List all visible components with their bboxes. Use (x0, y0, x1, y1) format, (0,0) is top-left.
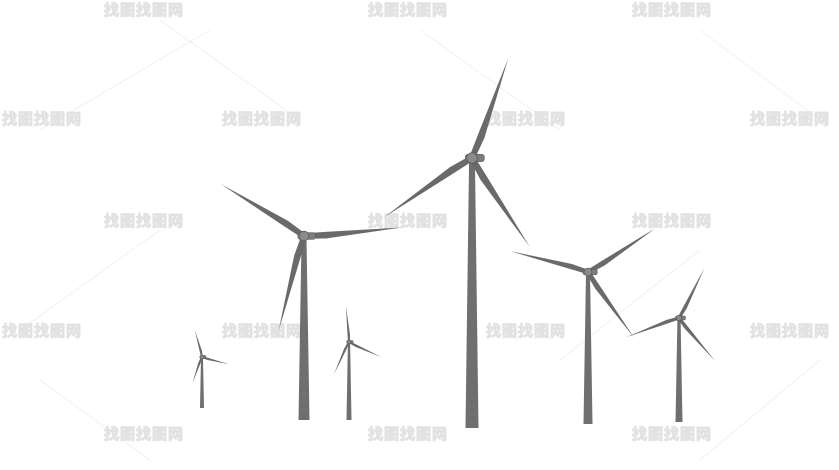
turbine-blade (586, 228, 656, 274)
turbine-blade (345, 306, 350, 343)
turbine-right (510, 228, 656, 424)
watermark-text: 找图找图网 (104, 212, 184, 230)
turbine-tall-center (384, 58, 530, 428)
turbine-small-far-left (192, 329, 230, 408)
watermark-text: 找图找图网 (632, 1, 712, 19)
turbine-blade (201, 356, 230, 365)
turbine-blade (384, 155, 474, 218)
turbine-far-right (626, 268, 715, 422)
turbine-blade (469, 58, 509, 159)
turbine-left (220, 184, 402, 420)
turbine-blade (333, 341, 350, 375)
watermark-text: 找图找图网 (486, 322, 566, 340)
turbine-hub (346, 339, 352, 345)
turbine-blade (303, 227, 402, 239)
watermark-text: 找图找图网 (222, 110, 302, 128)
watermark-text: 找图找图网 (750, 322, 830, 340)
watermark-layer: 找图找图网 找图找图网 找图找图网 找图找图网 找图找图网 找图找图网 找图找图… (2, 1, 830, 444)
turbine-hub (298, 230, 310, 242)
turbine-blade (626, 316, 680, 338)
turbine-blade (510, 251, 589, 275)
watermark-text: 找图找图网 (632, 425, 712, 443)
turbine-blade (677, 317, 715, 361)
turbine-blade (192, 356, 203, 384)
watermark-lines (19, 19, 821, 461)
turbine-hub (199, 354, 205, 360)
watermark-text: 找图找图网 (104, 425, 184, 443)
watermark-text: 找图找图网 (750, 110, 830, 128)
turbine-blade (586, 270, 634, 338)
watermark-text: 找图找图网 (632, 212, 712, 230)
watermark-text: 找图找图网 (368, 425, 448, 443)
watermark-text: 找图找图网 (368, 212, 448, 230)
turbine-blade (469, 156, 530, 247)
turbine-tower (346, 344, 352, 420)
turbine-blade (278, 235, 307, 331)
turbine-tower (298, 238, 310, 420)
turbine-blade (348, 341, 382, 358)
turbine-blade (220, 184, 306, 239)
watermark-text: 找图找图网 (486, 110, 566, 128)
turbine-blade (677, 268, 705, 319)
watermark-text: 找图找图网 (104, 1, 184, 19)
watermark-text: 找图找图网 (222, 322, 302, 340)
turbines-group (192, 58, 715, 428)
watermark-text: 找图找图网 (2, 322, 82, 340)
watermark-text: 找图找图网 (2, 110, 82, 128)
turbine-tower (465, 160, 479, 428)
turbine-tower (675, 320, 683, 422)
turbine-hub (675, 314, 683, 322)
turbine-blade (194, 329, 203, 358)
turbine-tower (583, 274, 593, 424)
turbine-small-center (333, 306, 382, 420)
watermark-text: 找图找图网 (368, 1, 448, 19)
turbine-tower (200, 359, 204, 408)
turbine-hub (583, 267, 593, 277)
turbine-hub (466, 152, 478, 164)
